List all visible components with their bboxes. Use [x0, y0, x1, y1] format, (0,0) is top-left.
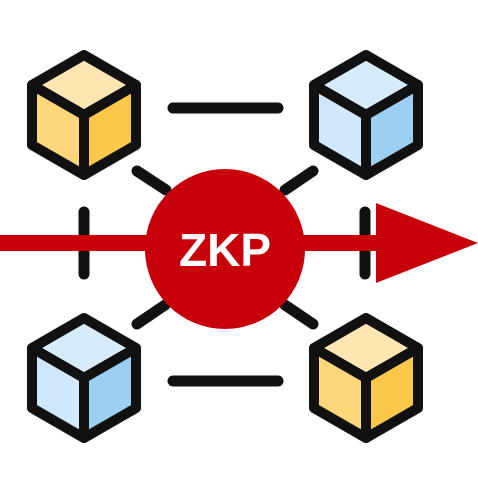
cube-icon: [27, 313, 141, 443]
zkp-badge-circle: [145, 169, 305, 329]
connector-diag-bl: [131, 299, 171, 330]
zkp-badge-label: ZKP: [179, 224, 271, 276]
zkp-badge: ZKP: [145, 169, 305, 329]
cube-icon: [309, 313, 423, 443]
cube-icon: [27, 50, 141, 180]
connector-diag-tr: [279, 165, 319, 196]
connector-diag-br: [279, 299, 319, 330]
cube-icon: [309, 50, 423, 180]
connector-diag-tl: [131, 165, 172, 196]
arrow-head: [376, 203, 478, 283]
